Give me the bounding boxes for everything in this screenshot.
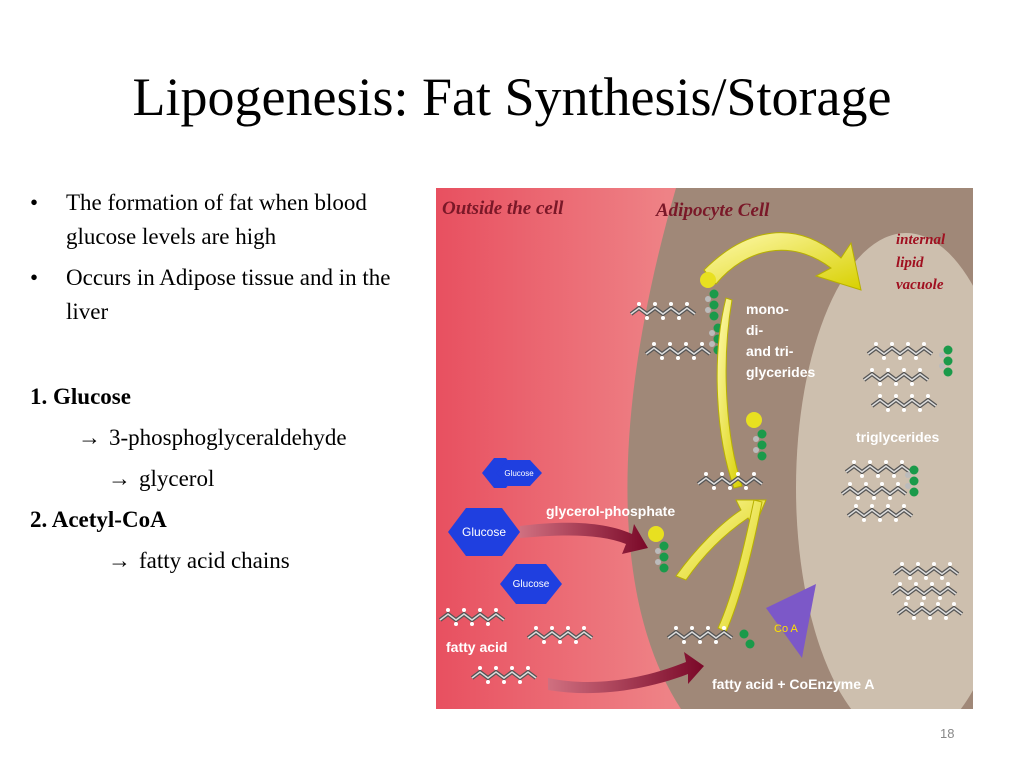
step-1-substep-2: → glycerol bbox=[30, 458, 430, 499]
bullet-text: Occurs in Adipose tissue and in the live… bbox=[66, 265, 391, 324]
arrow-right-icon: → bbox=[108, 466, 131, 491]
page-number: 18 bbox=[940, 726, 955, 741]
fatty-acid-label: fatty acid bbox=[446, 639, 507, 655]
glucose-large-label: Glucose bbox=[462, 525, 506, 539]
step-2-substep-1: → fatty acid chains bbox=[30, 540, 430, 581]
bullet-item: • The formation of fat when blood glucos… bbox=[30, 186, 430, 254]
glycerides-label-line-4: glycerides bbox=[746, 364, 815, 380]
vacuole-label-line-2: lipid bbox=[896, 255, 924, 271]
glucose-hexagon-medium: Glucose bbox=[500, 564, 562, 604]
vacuole-label-line-3: vacuole bbox=[896, 277, 944, 293]
maroon-arrow-glucose bbox=[520, 522, 648, 554]
glucose-medium-label: Glucose bbox=[513, 579, 550, 590]
coa-label: Co A bbox=[774, 623, 799, 635]
glucose-hexagon-small: Glucose bbox=[482, 458, 542, 488]
fatty-acid-coenzyme-label: fatty acid + CoEnzyme A bbox=[712, 676, 874, 692]
coa-shape bbox=[766, 584, 816, 658]
yellow-arrow-lower bbox=[717, 499, 763, 633]
adipocyte-cell-label: Adipocyte Cell bbox=[655, 200, 770, 221]
step-1-label: 1. Glucose bbox=[30, 384, 131, 409]
lipogenesis-diagram: Outside the cell Adipocyte Cell internal… bbox=[436, 188, 973, 709]
vacuole-label-line-1: internal bbox=[896, 232, 946, 248]
slide-title: Lipogenesis: Fat Synthesis/Storage bbox=[132, 67, 892, 127]
yellow-arrow-to-vacuole bbox=[703, 232, 862, 291]
bullet-symbol: • bbox=[30, 265, 39, 290]
bullet-text: The formation of fat when blood glucose … bbox=[66, 190, 367, 249]
glycerides-label-line-2: di- bbox=[746, 322, 763, 338]
arrow-right-icon: → bbox=[78, 425, 101, 450]
triglycerides-label: triglycerides bbox=[856, 429, 939, 445]
step-1-substep-1: → 3-phosphoglyceraldehyde bbox=[30, 417, 430, 458]
bullet-symbol: • bbox=[30, 190, 39, 215]
step-2-substep-1-text: fatty acid chains bbox=[139, 548, 290, 573]
step-2-label: 2. Acetyl-CoA bbox=[30, 507, 167, 532]
outside-cell-label: Outside the cell bbox=[442, 198, 564, 219]
bullet-item: • Occurs in Adipose tissue and in the li… bbox=[30, 261, 430, 329]
glycerol-phosphate-label: glycerol-phosphate bbox=[546, 503, 675, 519]
step-1-substep-2-text: glycerol bbox=[139, 466, 215, 491]
step-list: 1. Glucose → 3-phosphoglyceraldehyde → gly… bbox=[30, 376, 430, 581]
step-1-substep-1-text: 3-phosphoglyceraldehyde bbox=[109, 425, 347, 450]
maroon-arrow-fatty-acid bbox=[548, 652, 704, 694]
yellow-arrow-up-left bbox=[716, 297, 743, 489]
glucose-small-label: Glucose bbox=[504, 469, 534, 478]
glycerides-label-line-1: mono- bbox=[746, 301, 789, 317]
arrow-right-icon: → bbox=[108, 548, 131, 573]
glucose-hexagon-large: Glucose bbox=[448, 508, 520, 556]
glycerides-label-line-3: and tri- bbox=[746, 343, 794, 359]
bullet-list: • The formation of fat when blood glucos… bbox=[30, 186, 430, 336]
